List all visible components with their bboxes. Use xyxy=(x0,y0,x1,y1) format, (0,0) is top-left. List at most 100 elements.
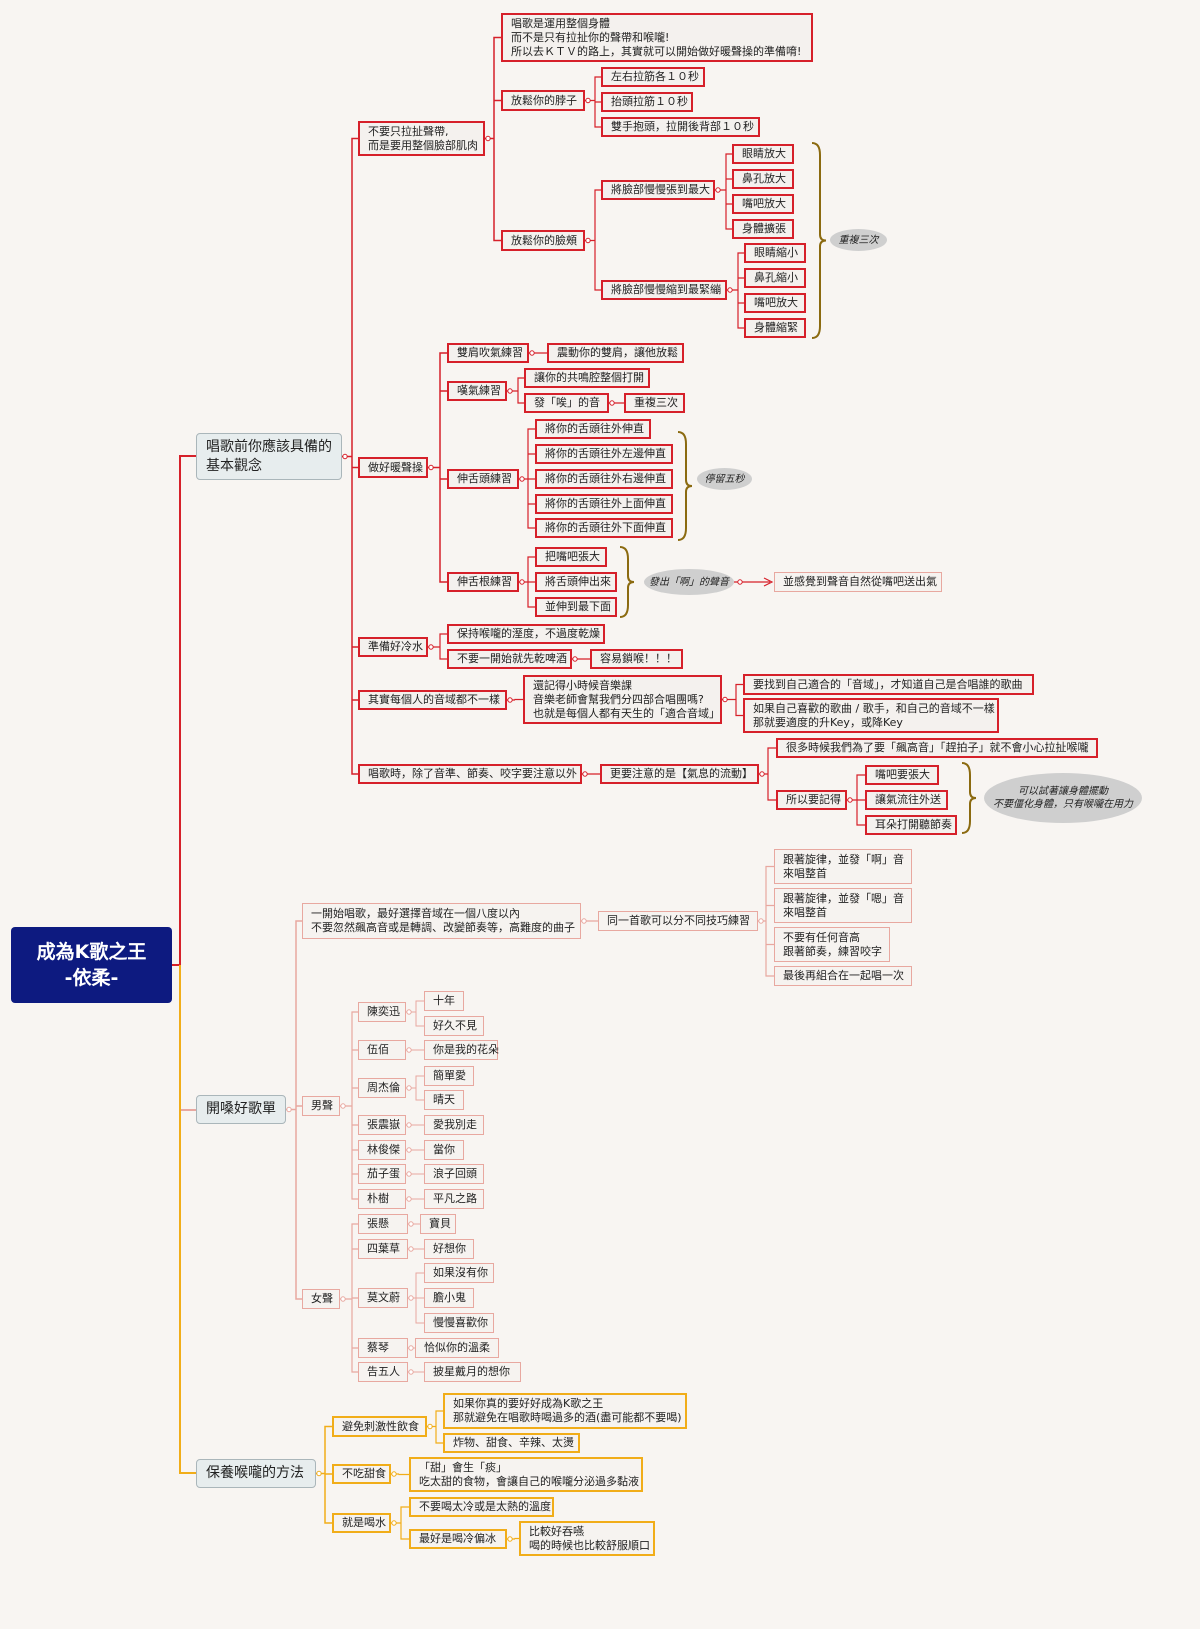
topic-node[interactable]: 晴天 xyxy=(424,1090,464,1110)
topic-node[interactable]: 蔡琴 xyxy=(358,1338,408,1358)
topic-node[interactable]: 茄子蛋 xyxy=(358,1164,406,1184)
topic-node[interactable]: 保持喉嚨的溼度，不過度乾燥 xyxy=(447,624,605,644)
topic-node[interactable]: 身體擴張 xyxy=(732,219,794,239)
topic-node[interactable]: 做好暖聲操 xyxy=(358,457,428,478)
topic-node[interactable]: 容易鎖喉！！！ xyxy=(590,649,683,669)
topic-node[interactable]: 將臉部慢慢縮到最緊繃 xyxy=(601,280,727,300)
main-topic-care[interactable]: 保養喉嚨的方法 xyxy=(196,1459,316,1488)
topic-node[interactable]: 十年 xyxy=(424,991,464,1011)
topic-node[interactable]: 浪子回頭 xyxy=(424,1164,484,1184)
topic-node[interactable]: 發「唉」的音 xyxy=(524,393,609,413)
topic-node[interactable]: 將你的舌頭往外下面伸直 xyxy=(535,518,673,538)
topic-node[interactable]: 放鬆你的臉頰 xyxy=(501,230,585,251)
topic-node[interactable]: 嘴吧要張大 xyxy=(865,765,939,785)
topic-node[interactable]: 不吃甜食 xyxy=(332,1464,391,1484)
topic-node[interactable]: 跟著旋律，並發「嗯」音 來唱整首 xyxy=(774,888,912,923)
topic-node[interactable]: 要找到自己適合的「音域」，才知道自己是合唱誰的歌曲 xyxy=(743,674,1034,695)
topic-node[interactable]: 告五人 xyxy=(358,1362,408,1382)
topic-node[interactable]: 如果自己喜歡的歌曲 / 歌手，和自己的音域不一樣 那就要適度的升Key，或降Ke… xyxy=(743,698,999,733)
topic-node[interactable]: 並伸到最下面 xyxy=(535,597,617,617)
topic-node[interactable]: 嘴吧放大 xyxy=(732,194,794,214)
topic-node[interactable]: 嘆氣練習 xyxy=(447,381,507,401)
topic-node[interactable]: 好久不見 xyxy=(424,1016,484,1036)
topic-node[interactable]: 讓你的共鳴腔整個打開 xyxy=(524,368,650,388)
topic-node[interactable]: 耳朵打開聽節奏 xyxy=(865,815,957,835)
topic-node[interactable]: 避免刺激性飲食 xyxy=(332,1416,427,1437)
topic-node[interactable]: 平凡之路 xyxy=(424,1189,484,1209)
topic-node[interactable]: 張震嶽 xyxy=(358,1115,406,1135)
topic-node[interactable]: 眼睛縮小 xyxy=(744,243,806,263)
topic-node[interactable]: 將你的舌頭往外左邊伸直 xyxy=(535,444,673,464)
topic-node[interactable]: 炸物、甜食、辛辣、太燙 xyxy=(443,1433,580,1453)
topic-node[interactable]: 周杰倫 xyxy=(358,1078,406,1098)
topic-node[interactable]: 最好是喝冷偏冰 xyxy=(409,1529,507,1549)
topic-node[interactable]: 「甜」會生「痰」 吃太甜的食物，會讓自己的喉嚨分泌過多黏液 xyxy=(409,1457,643,1492)
topic-node[interactable]: 慢慢喜歡你 xyxy=(424,1313,494,1333)
topic-node[interactable]: 眼睛放大 xyxy=(732,144,794,164)
topic-node[interactable]: 張懸 xyxy=(358,1214,408,1234)
topic-node[interactable]: 震動你的雙肩，讓他放鬆 xyxy=(547,343,684,363)
topic-node[interactable]: 如果沒有你 xyxy=(424,1263,494,1283)
topic-node[interactable]: 很多時候我們為了要「飆高音」「趕拍子」就不會小心拉扯喉嚨 xyxy=(776,738,1098,758)
topic-node[interactable]: 就是喝水 xyxy=(332,1513,391,1533)
topic-node[interactable]: 最後再組合在一起唱一次 xyxy=(774,966,912,986)
topic-node[interactable]: 將臉部慢慢張到最大 xyxy=(601,180,715,200)
main-topic-songlist[interactable]: 開嗓好歌單 xyxy=(196,1095,286,1124)
topic-node[interactable]: 伸舌頭練習 xyxy=(447,469,519,489)
topic-node[interactable]: 四葉草 xyxy=(358,1239,408,1259)
topic-node[interactable]: 身體縮緊 xyxy=(744,318,806,338)
topic-node[interactable]: 陳奕迅 xyxy=(358,1002,406,1022)
topic-node[interactable]: 不要只拉扯聲帶, 而是要用整個臉部肌肉 xyxy=(358,121,485,156)
topic-node[interactable]: 準備好冷水 xyxy=(358,637,428,657)
topic-node[interactable]: 如果你真的要好好成為K歌之王 那就避免在唱歌時喝過多的酒(盡可能都不要喝) xyxy=(443,1393,687,1429)
topic-node[interactable]: 嘴吧放大 xyxy=(744,293,806,313)
topic-node[interactable]: 讓氣流往外送 xyxy=(865,790,948,810)
topic-node[interactable]: 當你 xyxy=(424,1140,464,1160)
topic-node[interactable]: 雙肩吹氣練習 xyxy=(447,343,529,363)
topic-node[interactable]: 將你的舌頭往外右邊伸直 xyxy=(535,469,673,489)
topic-node[interactable]: 重複三次 xyxy=(624,393,685,413)
topic-node[interactable]: 披星戴月的想你 xyxy=(424,1362,521,1382)
topic-node[interactable]: 所以要記得 xyxy=(776,790,847,810)
topic-node[interactable]: 放鬆你的脖子 xyxy=(501,90,585,111)
topic-node[interactable]: 左右拉筋各１０秒 xyxy=(601,67,705,87)
topic-node[interactable]: 比較好吞嚥 喝的時候也比較舒服順口 xyxy=(519,1521,655,1556)
topic-node[interactable]: 唱歌是運用整個身體 而不是只有拉扯你的聲帶和喉嚨! 所以去ＫＴＶ的路上，其實就可… xyxy=(501,13,813,62)
topic-node[interactable]: 不要喝太冷或是太熱的溫度 xyxy=(409,1497,554,1517)
topic-node[interactable]: 男聲 xyxy=(302,1096,340,1116)
topic-node[interactable]: 鼻孔縮小 xyxy=(744,268,806,288)
topic-node[interactable]: 朴樹 xyxy=(358,1189,406,1209)
topic-node[interactable]: 不要有任何音高 跟著節奏，練習咬字 xyxy=(774,927,890,962)
topic-node[interactable]: 並感覺到聲音自然從嘴吧送出氣 xyxy=(774,572,942,592)
collapse-dot-icon xyxy=(406,1196,412,1202)
topic-node[interactable]: 寶貝 xyxy=(420,1214,456,1234)
topic-node[interactable]: 伸舌根練習 xyxy=(447,572,519,592)
topic-node[interactable]: 好想你 xyxy=(424,1239,474,1259)
topic-node[interactable]: 跟著旋律，並發「啊」音 來唱整首 xyxy=(774,849,912,884)
topic-node[interactable]: 伍佰 xyxy=(358,1040,406,1060)
main-topic-basics[interactable]: 唱歌前你應該具備的 基本觀念 xyxy=(196,433,342,480)
topic-node[interactable]: 雙手抱頭，拉開後背部１０秒 xyxy=(601,117,760,137)
topic-node[interactable]: 將你的舌頭往外伸直 xyxy=(535,419,651,439)
topic-node[interactable]: 把嘴吧張大 xyxy=(535,547,607,567)
topic-node[interactable]: 你是我的花朵 xyxy=(424,1040,499,1060)
topic-node[interactable]: 膽小鬼 xyxy=(424,1288,474,1308)
topic-node[interactable]: 唱歌時，除了音準、節奏、咬字要注意以外 xyxy=(358,764,582,784)
topic-node[interactable]: 簡單愛 xyxy=(424,1066,474,1086)
topic-node[interactable]: 更要注意的是【氣息的流動】 xyxy=(600,764,759,784)
topic-node[interactable]: 將舌頭伸出來 xyxy=(535,572,617,592)
topic-node[interactable]: 將你的舌頭往外上面伸直 xyxy=(535,494,673,514)
topic-node[interactable]: 還記得小時候音樂課 音樂老師會幫我們分四部合唱團嗎? 也就是每個人都有天生的「適… xyxy=(523,675,722,724)
root-topic[interactable]: 成為K歌之王 -依柔- xyxy=(11,927,172,1003)
topic-node[interactable]: 林俊傑 xyxy=(358,1140,406,1160)
topic-node[interactable]: 不要一開始就先乾啤酒 xyxy=(447,649,572,669)
topic-node[interactable]: 莫文蔚 xyxy=(358,1288,408,1308)
topic-node[interactable]: 同一首歌可以分不同技巧練習 xyxy=(598,911,758,931)
topic-node[interactable]: 鼻孔放大 xyxy=(732,169,794,189)
topic-node[interactable]: 其實每個人的音域都不一樣 xyxy=(358,690,507,710)
topic-node[interactable]: 一開始唱歌，最好選擇音域在一個八度以內 不要忽然飆高音或是轉調、改變節奏等，高難… xyxy=(302,903,581,939)
topic-node[interactable]: 抬頭拉筋１０秒 xyxy=(601,92,693,112)
topic-node[interactable]: 愛我別走 xyxy=(424,1115,484,1135)
topic-node[interactable]: 恰似你的溫柔 xyxy=(415,1338,499,1358)
topic-node[interactable]: 女聲 xyxy=(302,1289,340,1309)
